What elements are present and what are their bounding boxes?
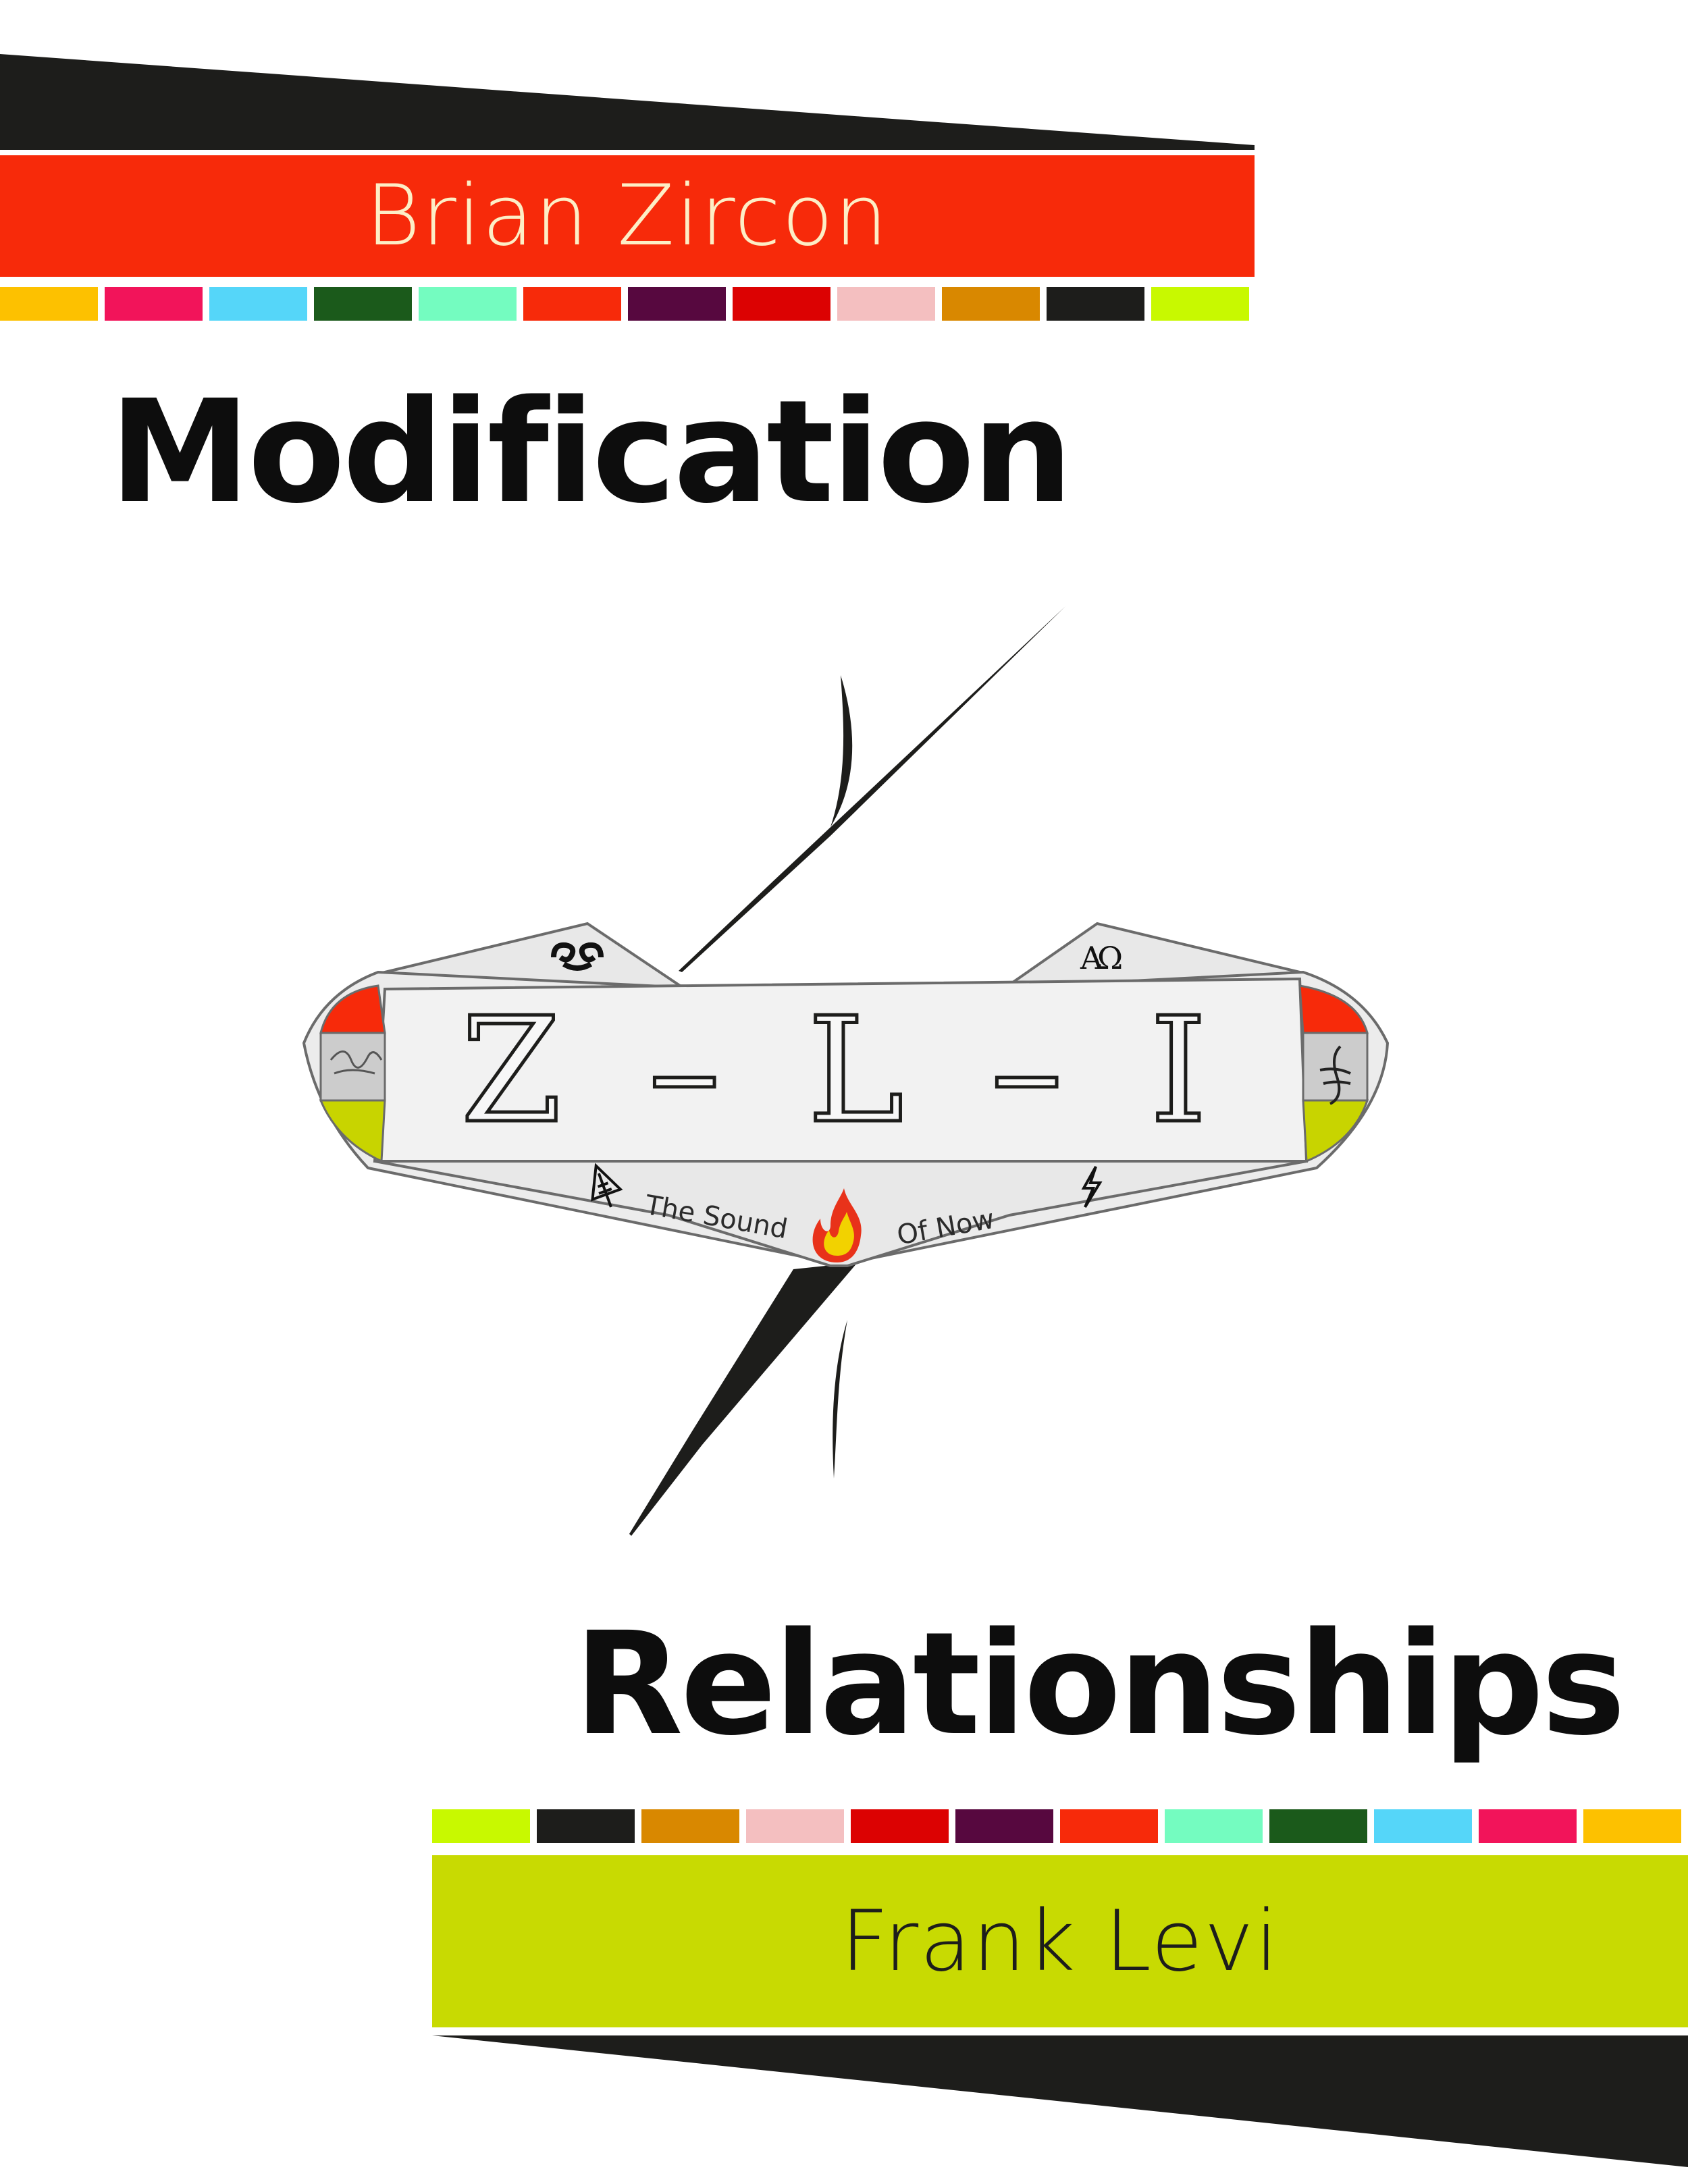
swatch xyxy=(1479,1809,1577,1843)
swirl-icon xyxy=(551,942,604,971)
left-tab-grey xyxy=(319,1032,386,1102)
swatch xyxy=(851,1809,949,1843)
bottom-author-band xyxy=(432,1855,1688,2027)
swatch xyxy=(746,1809,844,1843)
sliver-upper xyxy=(830,675,853,827)
swatch xyxy=(1060,1809,1158,1843)
signature-fl-icon xyxy=(1319,1045,1351,1105)
swatch xyxy=(955,1809,1053,1843)
logo-letters: Z – L – I xyxy=(459,986,1228,1155)
flame-icon xyxy=(812,1188,862,1262)
swatch xyxy=(1374,1809,1472,1843)
swatch xyxy=(733,287,830,321)
top-author-band xyxy=(0,155,1255,277)
left-tab-yellow xyxy=(319,1099,386,1163)
right-tab-yellow xyxy=(1302,1099,1369,1163)
bottom-black-bar xyxy=(432,2035,1688,2167)
swatch xyxy=(432,1809,530,1843)
swatch xyxy=(1269,1809,1367,1843)
bottom-color-strip xyxy=(432,1809,1681,1843)
swatch xyxy=(1165,1809,1263,1843)
alpha-omega-icon: A Ω xyxy=(1080,940,1123,976)
swatch xyxy=(314,287,412,321)
svg-text:Ω: Ω xyxy=(1097,940,1123,976)
svg-text:A: A xyxy=(1080,940,1103,976)
swatch xyxy=(537,1809,635,1843)
swatch xyxy=(837,287,935,321)
swatch xyxy=(641,1809,739,1843)
top-black-bar xyxy=(0,54,1255,150)
author-bottom-name: Frank Levi xyxy=(840,1892,1280,1990)
signature-bz-icon xyxy=(329,1050,383,1075)
diagonal-blade xyxy=(679,606,1065,972)
title-relationships: Relationships xyxy=(574,1601,1626,1767)
swatch xyxy=(1151,287,1249,321)
swatch xyxy=(1583,1809,1681,1843)
diagonal-blade-lower xyxy=(629,1262,858,1536)
swatch xyxy=(105,287,203,321)
swatch xyxy=(523,287,621,321)
sliver-lower xyxy=(833,1320,847,1479)
swatch xyxy=(0,287,98,321)
left-tab-red xyxy=(319,984,386,1034)
swatch xyxy=(628,287,726,321)
title-modification: Modification xyxy=(109,369,1073,535)
zli-logo: A Ω xyxy=(302,922,1390,1267)
lightning-icon xyxy=(1081,1166,1103,1208)
swatch xyxy=(1047,287,1144,321)
swatch xyxy=(942,287,1040,321)
swatch xyxy=(209,287,307,321)
top-color-strip xyxy=(0,287,1249,321)
leaf-icon xyxy=(591,1163,623,1208)
author-top-name: Brian Zircon xyxy=(365,167,889,265)
swatch xyxy=(419,287,517,321)
